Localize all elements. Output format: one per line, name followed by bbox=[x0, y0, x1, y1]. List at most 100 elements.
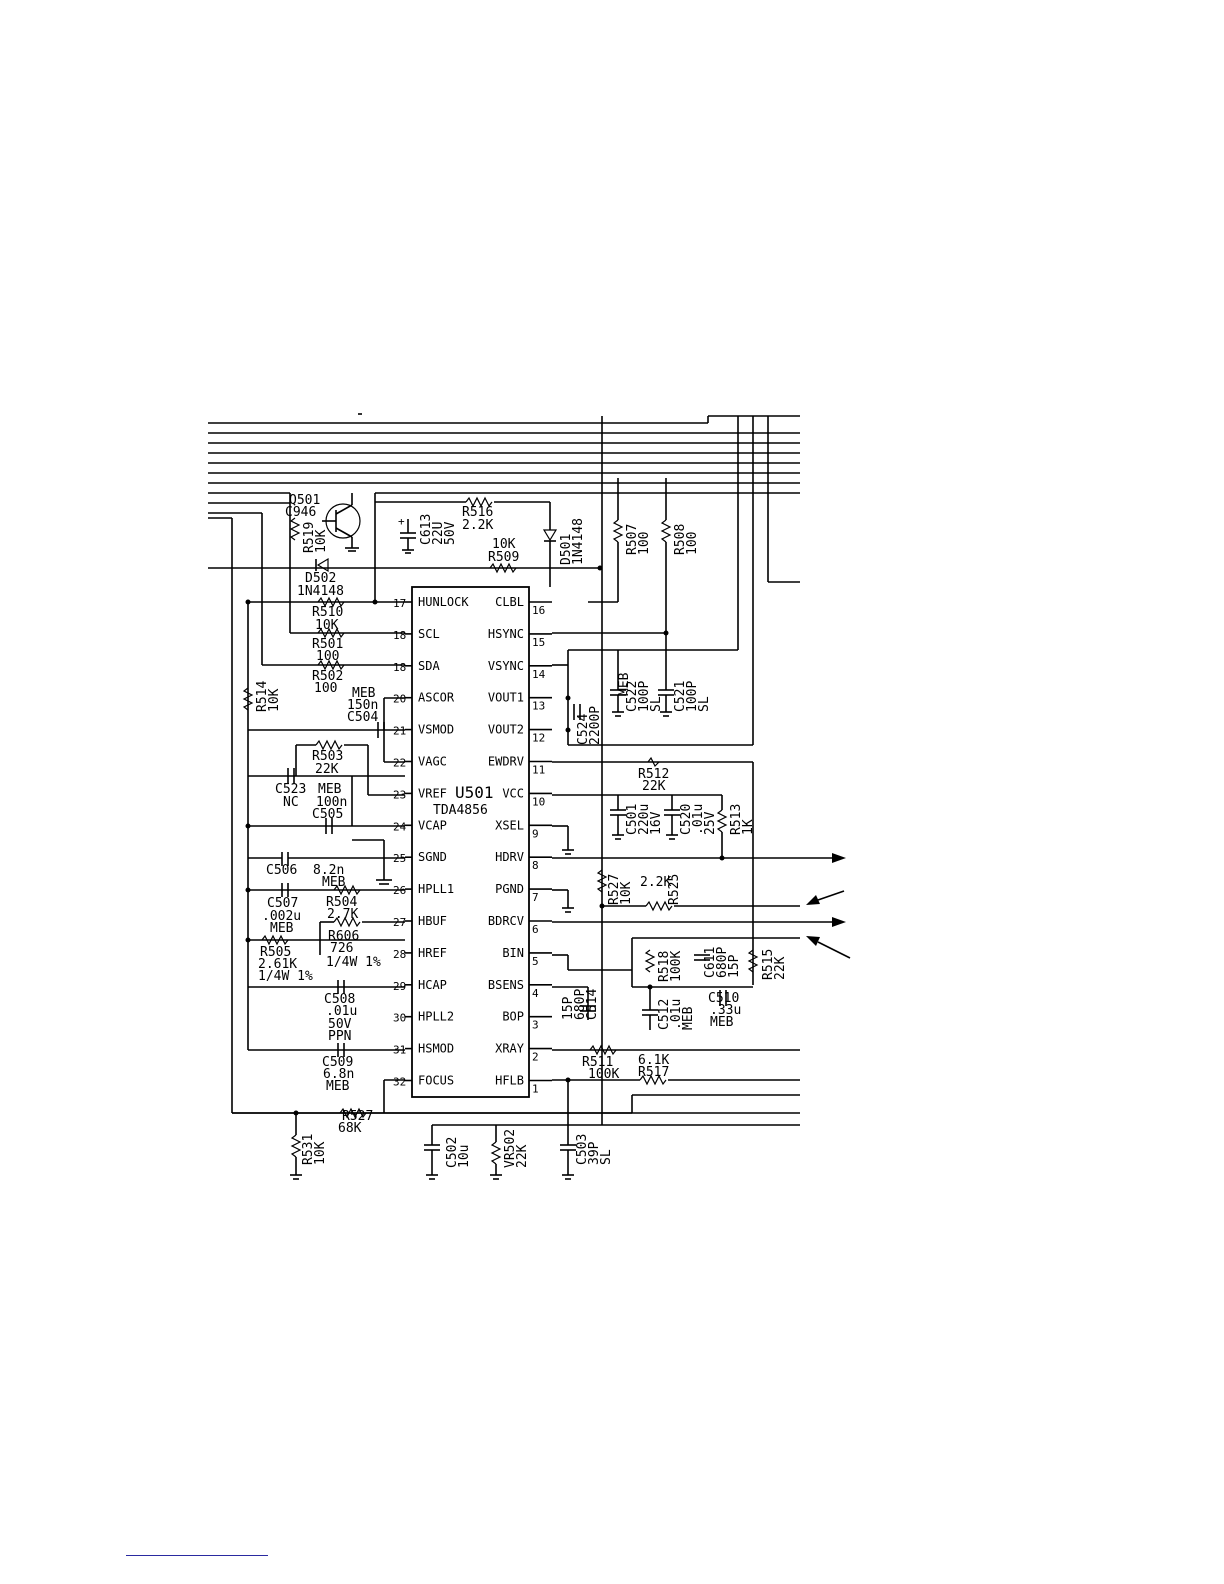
c522-val: 100P bbox=[637, 681, 652, 712]
r504-resistor bbox=[333, 884, 361, 896]
r518-val: 100K bbox=[669, 951, 684, 982]
left-wires bbox=[208, 493, 632, 1114]
pin-name-right: HDRV bbox=[495, 850, 524, 864]
r511-resistor bbox=[589, 1044, 617, 1056]
c522-sl: SL bbox=[649, 696, 664, 712]
c524-val: 2200P bbox=[588, 706, 603, 745]
pin-number-right: 2 bbox=[532, 1051, 539, 1064]
pin-name-right: PGND bbox=[495, 882, 524, 896]
r518-ref: R518 bbox=[657, 951, 672, 982]
r503-ref: R503 bbox=[312, 749, 343, 764]
top-bus-wires bbox=[208, 413, 800, 1125]
pin-number-right: 7 bbox=[532, 891, 539, 904]
r514-ref: R514 bbox=[255, 681, 270, 712]
r513-resistor bbox=[716, 809, 728, 833]
pin-name-left: HSMOD bbox=[418, 1042, 454, 1056]
r504-ref: R504 bbox=[326, 895, 357, 910]
c512-val: .01u bbox=[669, 999, 684, 1030]
r517-val: 6.1K bbox=[638, 1053, 669, 1068]
c523-val: 100n bbox=[316, 795, 347, 810]
r508-val: 100 bbox=[685, 532, 700, 555]
pin-name-left: VSMOD bbox=[418, 723, 454, 737]
ic-pins-right: 16CLBL15HSYNC14VSYNC13VOUT112VOUT211EWDR… bbox=[488, 595, 552, 1096]
c508-v: 50V bbox=[328, 1017, 352, 1032]
d502-diode bbox=[315, 557, 329, 573]
c611-v: 15P bbox=[727, 954, 742, 978]
c512-ref: C512 bbox=[657, 999, 672, 1030]
pin-number-left: 31 bbox=[393, 1044, 406, 1057]
signal-arrows bbox=[800, 853, 851, 959]
r502-resistor bbox=[317, 659, 345, 671]
pin-number-left: 18 bbox=[393, 629, 406, 642]
pin-number-right: 5 bbox=[532, 955, 539, 968]
r516-resistor bbox=[465, 496, 493, 508]
ic-part: TDA4856 bbox=[433, 803, 488, 818]
r512-resistor bbox=[647, 756, 660, 768]
pin-name-left: HPLL2 bbox=[418, 1010, 454, 1024]
c508-ref: C508 bbox=[324, 992, 355, 1007]
pin-number-left: 18 bbox=[393, 661, 406, 674]
r505-resistor bbox=[261, 934, 289, 946]
c504-ref: C504 bbox=[347, 710, 378, 725]
c508-val: .01u bbox=[326, 1004, 357, 1019]
c506-val: 8.2n bbox=[313, 863, 344, 878]
pin-number-left: 32 bbox=[393, 1076, 406, 1089]
r513-ref: R513 bbox=[729, 804, 744, 835]
r510-resistor bbox=[317, 596, 345, 608]
r527b-resistor bbox=[596, 869, 608, 893]
pin-number-right: 14 bbox=[532, 668, 546, 681]
pin-name-left: FOCUS bbox=[418, 1074, 454, 1088]
c520-ref: C520 bbox=[679, 804, 694, 835]
pin-name-right: BDRCV bbox=[488, 914, 524, 928]
c613-capacitor: + bbox=[398, 515, 416, 554]
pin-name-right: HFLB bbox=[495, 1074, 524, 1088]
q501-transistor bbox=[322, 493, 361, 552]
r514-resistor bbox=[242, 687, 254, 711]
r509-val: 10K bbox=[492, 537, 516, 552]
pin-name-left: HUNLOCK bbox=[418, 595, 469, 609]
c503-ref: C503 bbox=[575, 1134, 590, 1165]
c508-ppn: PPN bbox=[328, 1029, 351, 1044]
r507-resistor bbox=[612, 519, 624, 543]
r503-val: 22K bbox=[315, 762, 339, 777]
r502-ref: R502 bbox=[312, 669, 343, 684]
r606-ref: R606 bbox=[328, 929, 359, 944]
d501-ref: D501 bbox=[559, 534, 574, 565]
ic-body bbox=[411, 586, 530, 1098]
c504-val: 150n bbox=[347, 698, 378, 713]
c507-meb: MEB bbox=[270, 921, 294, 936]
pin-name-left: VCAP bbox=[418, 818, 447, 832]
c611-ref: C611 bbox=[703, 947, 718, 978]
r525-ref: R525 bbox=[667, 874, 682, 905]
r511-ref: R511 bbox=[582, 1055, 613, 1070]
r606-spec: 1/4W 1% bbox=[326, 955, 381, 970]
r505-val: 2.61K bbox=[258, 957, 297, 972]
r518-resistor bbox=[644, 949, 656, 973]
pin-number-left: 24 bbox=[393, 820, 407, 833]
r514-val: 10K bbox=[267, 688, 282, 712]
r508-ref: R508 bbox=[673, 524, 688, 555]
c510-val: .33u bbox=[710, 1003, 741, 1018]
c509-meb: MEB bbox=[326, 1079, 350, 1094]
pin-name-right: BIN bbox=[502, 946, 524, 960]
c501-v: 16V bbox=[649, 811, 664, 835]
c523-nc: NC bbox=[283, 795, 299, 810]
c509-val: 6.8n bbox=[323, 1067, 354, 1082]
pin-number-right: 3 bbox=[532, 1019, 539, 1032]
r519-val: 10K bbox=[314, 529, 329, 553]
r531-ref: R531 bbox=[301, 1134, 316, 1165]
pin-name-right: VOUT2 bbox=[488, 723, 524, 737]
footer-rule bbox=[126, 1555, 268, 1556]
r527-val: 68K bbox=[338, 1121, 362, 1136]
r503-resistor bbox=[315, 739, 343, 751]
pin-name-left: HREF bbox=[418, 946, 447, 960]
svg-text:+: + bbox=[398, 515, 405, 528]
c502-val: 10u bbox=[457, 1145, 472, 1168]
r517-resistor bbox=[639, 1074, 667, 1086]
pin-name-right: VOUT1 bbox=[488, 691, 524, 705]
c514-v: 15P bbox=[561, 996, 576, 1020]
c504-meb: MEB bbox=[352, 686, 376, 701]
pin-name-left: VREF bbox=[418, 786, 447, 800]
pin-number-right: 12 bbox=[532, 732, 545, 745]
